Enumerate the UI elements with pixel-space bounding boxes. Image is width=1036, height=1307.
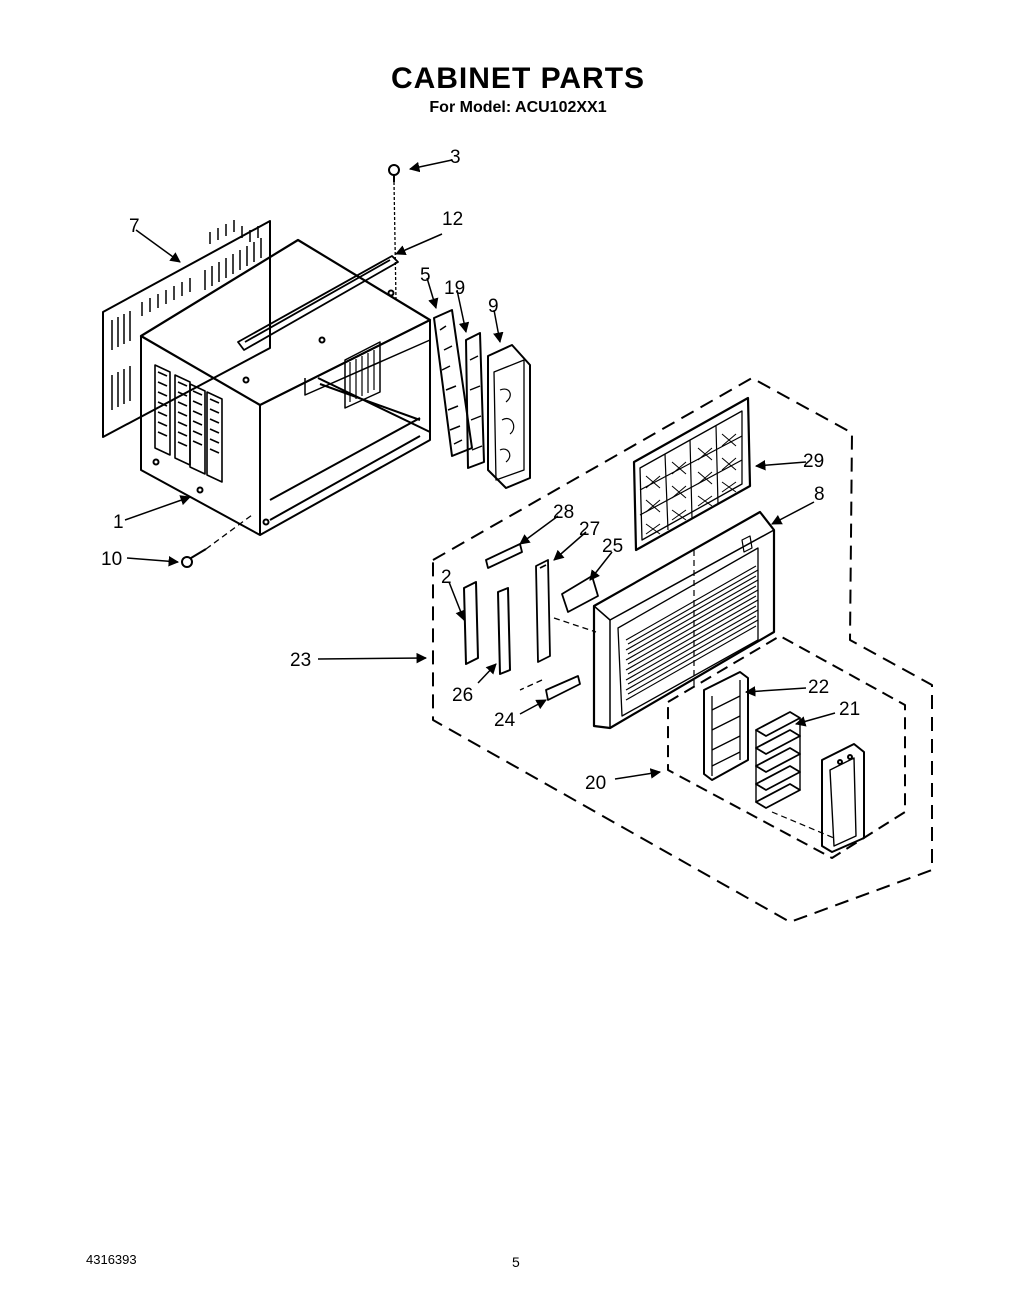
foam-strip-27 [535,559,551,663]
callout-9: 9 [488,296,499,317]
callout-3: 3 [450,147,461,168]
callout-29: 29 [803,451,824,472]
model-subtitle: For Model: ACU102XX1 [429,99,607,116]
callout-27: 27 [579,519,600,540]
callout-10: 10 [101,549,122,570]
air-filter-29 [632,396,752,690]
foam-pad-25 [561,575,599,613]
callout-21: 21 [839,699,860,720]
louver-bracket-20 [821,743,865,853]
callout-7: 7 [129,216,140,237]
callout-1: 1 [113,512,124,533]
callout-23: 23 [290,650,311,671]
callout-28: 28 [553,502,574,523]
foam-strip-26 [497,587,511,675]
cabinet-shell [139,238,432,536]
assembly-20-outline [667,635,906,859]
callout-2: 2 [441,567,452,588]
callout-26: 26 [452,685,473,706]
foam-strip-2 [463,581,479,665]
filter-pad-9 [487,344,531,489]
callout-20: 20 [585,773,606,794]
callout-12: 12 [442,209,463,230]
louver-set-21 [755,711,801,809]
callout-8: 8 [814,484,825,505]
screw-3 [388,164,400,301]
document-number: 4316393 [86,1252,137,1267]
page-number: 5 [512,1254,520,1270]
foam-strip-28 [485,543,523,569]
callout-5: 5 [420,265,431,286]
seal-strip-19 [465,332,485,469]
screw-10 [181,514,253,568]
callout-24: 24 [494,710,516,731]
callout-25: 25 [602,536,623,557]
front-grille-panel-8 [592,510,776,730]
callout-22: 22 [808,677,829,698]
louver-frame-22 [703,671,749,781]
seal-strip-5 [433,309,473,457]
top-rail [237,255,399,351]
assembly-23-outline [432,377,933,923]
rear-grille-panel [102,220,271,438]
callout-19: 19 [444,278,465,299]
foam-block-24 [545,675,581,701]
page-title: CABINET PARTS [390,62,646,95]
